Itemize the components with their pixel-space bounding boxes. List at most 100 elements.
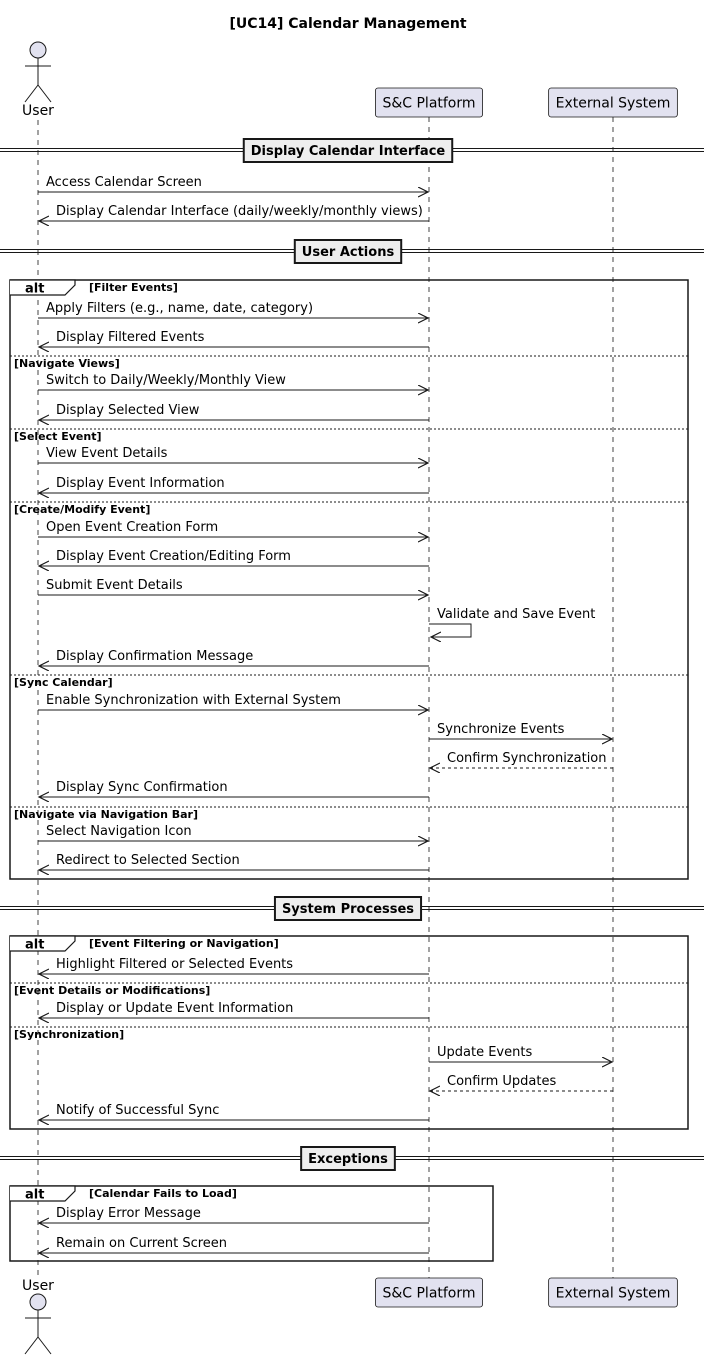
fragment-guard: [Navigate via Navigation Bar] <box>14 808 198 821</box>
participant-label: S&C Platform <box>382 1286 475 1302</box>
fragment-guard: [Select Event] <box>14 430 102 443</box>
fragment-operator: alt <box>25 938 44 953</box>
section-divider: Display Calendar Interface <box>0 138 704 163</box>
participant-platform-foot: S&C Platform <box>375 1277 483 1308</box>
message-label: Switch to Daily/Weekly/Monthly View <box>46 373 286 388</box>
message-arrow: Display Calendar Interface (daily/weekly… <box>39 204 429 221</box>
participant-external-foot: External System <box>548 1277 678 1308</box>
message-label: Validate and Save Event <box>437 607 595 622</box>
fragment-guard: [Calendar Fails to Load] <box>89 1187 237 1200</box>
participant-box <box>375 1277 483 1308</box>
message-arrow: Display or Update Event Information <box>39 1001 429 1018</box>
message-label: Confirm Synchronization <box>447 751 607 766</box>
actor-head-icon <box>29 1293 47 1311</box>
fragment-tab <box>10 279 76 296</box>
message-arrow: Enable Synchronization with External Sys… <box>38 693 428 710</box>
message-arrow: Synchronize Events <box>429 722 612 739</box>
message-arrow: Remain on Current Screen <box>39 1236 429 1253</box>
section-divider: User Actions <box>0 239 704 264</box>
message-arrow: Open Event Creation Form <box>38 520 428 537</box>
fragment-guard: [Event Filtering or Navigation] <box>89 937 279 950</box>
message-label: Confirm Updates <box>447 1074 556 1089</box>
message-label: Open Event Creation Form <box>46 520 218 535</box>
participant-box <box>375 87 483 118</box>
fragment-guard: [Create/Modify Event] <box>14 503 150 516</box>
message-arrow: Display Filtered Events <box>39 330 429 347</box>
message-label: Display Filtered Events <box>56 330 205 345</box>
participant-platform-head: S&C Platform <box>375 87 483 118</box>
section-divider: System Processes <box>0 896 704 921</box>
actor-user-foot: User <box>22 1278 54 1355</box>
actor-left-leg <box>24 84 39 103</box>
message-arrow: Update Events <box>429 1045 612 1062</box>
diagram-title: [UC14] Calendar Management <box>229 16 466 32</box>
actor-right-leg <box>37 1336 52 1355</box>
participant-box <box>548 1277 678 1308</box>
section-label: Display Calendar Interface <box>251 144 446 159</box>
message-arrow: Confirm Synchronization <box>430 751 613 768</box>
message-label: Display Sync Confirmation <box>56 780 228 795</box>
message-label: Notify of Successful Sync <box>56 1103 219 1118</box>
message-label: Synchronize Events <box>437 722 565 737</box>
fragment-guard: [Navigate Views] <box>14 357 120 370</box>
message-label: Display Calendar Interface (daily/weekly… <box>56 204 423 219</box>
message-arrow: Display Event Information <box>39 476 429 493</box>
participant-label: External System <box>556 1286 671 1302</box>
message-label: Display or Update Event Information <box>56 1001 293 1016</box>
message-label: Access Calendar Screen <box>46 175 202 190</box>
alt-fragment: alt [Calendar Fails to Load] <box>9 1185 494 1262</box>
fragment-frame <box>9 1185 494 1262</box>
message-label: Select Navigation Icon <box>46 824 192 839</box>
fragment-operator: alt <box>25 282 44 297</box>
message-label: Update Events <box>437 1045 532 1060</box>
message-arrow: Switch to Daily/Weekly/Monthly View <box>38 373 428 390</box>
message-arrow: Select Navigation Icon <box>38 824 428 841</box>
alt-fragment: alt [Event Filtering or Navigation] [Event… <box>9 935 689 1130</box>
divider-box <box>300 1146 396 1171</box>
fragment-guard: [Synchronization] <box>14 1028 124 1041</box>
message-label: Enable Synchronization with External Sys… <box>46 693 341 708</box>
message-arrow: Submit Event Details <box>38 578 428 595</box>
message-label: Highlight Filtered or Selected Events <box>56 957 293 972</box>
fragment-tab <box>10 1185 76 1202</box>
message-label: Submit Event Details <box>46 578 183 593</box>
divider-box <box>293 239 403 264</box>
participant-label: S&C Platform <box>382 96 475 112</box>
participant-box <box>548 87 678 118</box>
fragment-operator: alt <box>25 1188 44 1203</box>
message-arrow: Display Sync Confirmation <box>39 780 429 797</box>
participant-label: User <box>22 1278 54 1294</box>
message-label: Display Event Creation/Editing Form <box>56 549 291 564</box>
participant-label: External System <box>556 96 671 112</box>
message-arrow: Access Calendar Screen <box>38 175 428 192</box>
message-arrow: Display Error Message <box>39 1206 429 1223</box>
message-arrow: Display Selected View <box>39 403 429 420</box>
participant-external-head: External System <box>548 87 678 118</box>
message-arrow: Display Event Creation/Editing Form <box>39 549 429 566</box>
participant-label: User <box>22 103 54 119</box>
message-arrow: Display Confirmation Message <box>39 649 429 666</box>
message-arrow: Validate and Save Event <box>429 607 595 637</box>
message-label: Display Error Message <box>56 1206 201 1221</box>
message-label: Remain on Current Screen <box>56 1236 227 1251</box>
actor-right-leg <box>37 84 52 103</box>
actor-head-icon <box>29 41 47 59</box>
message-label: Display Selected View <box>56 403 200 418</box>
message-arrow: Redirect to Selected Section <box>39 853 429 870</box>
actor-left-leg <box>24 1336 39 1355</box>
fragment-tab <box>10 935 76 952</box>
section-label: User Actions <box>302 245 395 260</box>
fragment-guard: [Event Details or Modifications] <box>14 984 210 997</box>
fragment-frame <box>9 935 689 1130</box>
message-label: View Event Details <box>46 446 168 461</box>
section-divider: Exceptions <box>0 1146 704 1171</box>
alt-fragment: alt [Filter Events] [Navigate Views] [Selec… <box>9 279 689 880</box>
message-label: Display Confirmation Message <box>56 649 253 664</box>
fragment-frame <box>9 279 689 880</box>
message-arrow: Confirm Updates <box>430 1074 613 1091</box>
message-arrow: Apply Filters (e.g., name, date, categor… <box>38 301 428 318</box>
divider-box <box>273 896 423 921</box>
divider-box <box>242 138 454 163</box>
fragment-guard: [Filter Events] <box>89 281 178 294</box>
